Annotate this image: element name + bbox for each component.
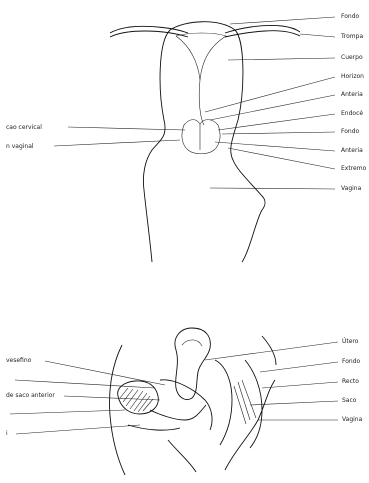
left-fallopian-tube — [110, 26, 188, 37]
uterine-cavity — [176, 33, 226, 125]
label-recto: Recto — [342, 378, 359, 385]
label-saco: Saco — [342, 397, 356, 404]
bottom-right-leaders — [205, 342, 338, 420]
label-anteria-1: Anteria — [341, 91, 363, 98]
label-vesefino: vesefino — [6, 357, 31, 364]
label-extremo: Extremo — [341, 165, 366, 172]
label-vagina-bottom: Vagina — [342, 416, 362, 423]
bottom-sagittal-drawing — [110, 328, 277, 475]
label-fondo-bottom: Fondo — [342, 358, 360, 365]
label-vagina: Vagina — [341, 185, 361, 192]
label-trompa: Trompa — [341, 33, 363, 40]
label-n-vaginal: n vaginal — [6, 143, 34, 150]
label-de-saco-anterior: de saco anterior — [6, 392, 55, 399]
label-endoce: Endocé — [341, 110, 363, 117]
rectum — [215, 360, 232, 445]
label-fondo-2: Fondo — [341, 128, 359, 135]
uterus-body — [143, 22, 265, 262]
uterus-sagittal — [175, 328, 210, 400]
label-cuerpo: Cuerpo — [341, 54, 363, 61]
label-horizon: Horizon — [341, 73, 364, 80]
label-anteria-2: Anteria — [341, 147, 363, 154]
top-right-leaders — [205, 17, 335, 189]
label-utero: Útero — [342, 338, 358, 345]
label-i: i — [6, 430, 8, 437]
label-fondo: Fondo — [341, 13, 359, 20]
cervix-outline — [182, 120, 220, 154]
label-cao-cervical: cao cervical — [6, 124, 42, 131]
vagina-sagittal — [160, 380, 212, 430]
